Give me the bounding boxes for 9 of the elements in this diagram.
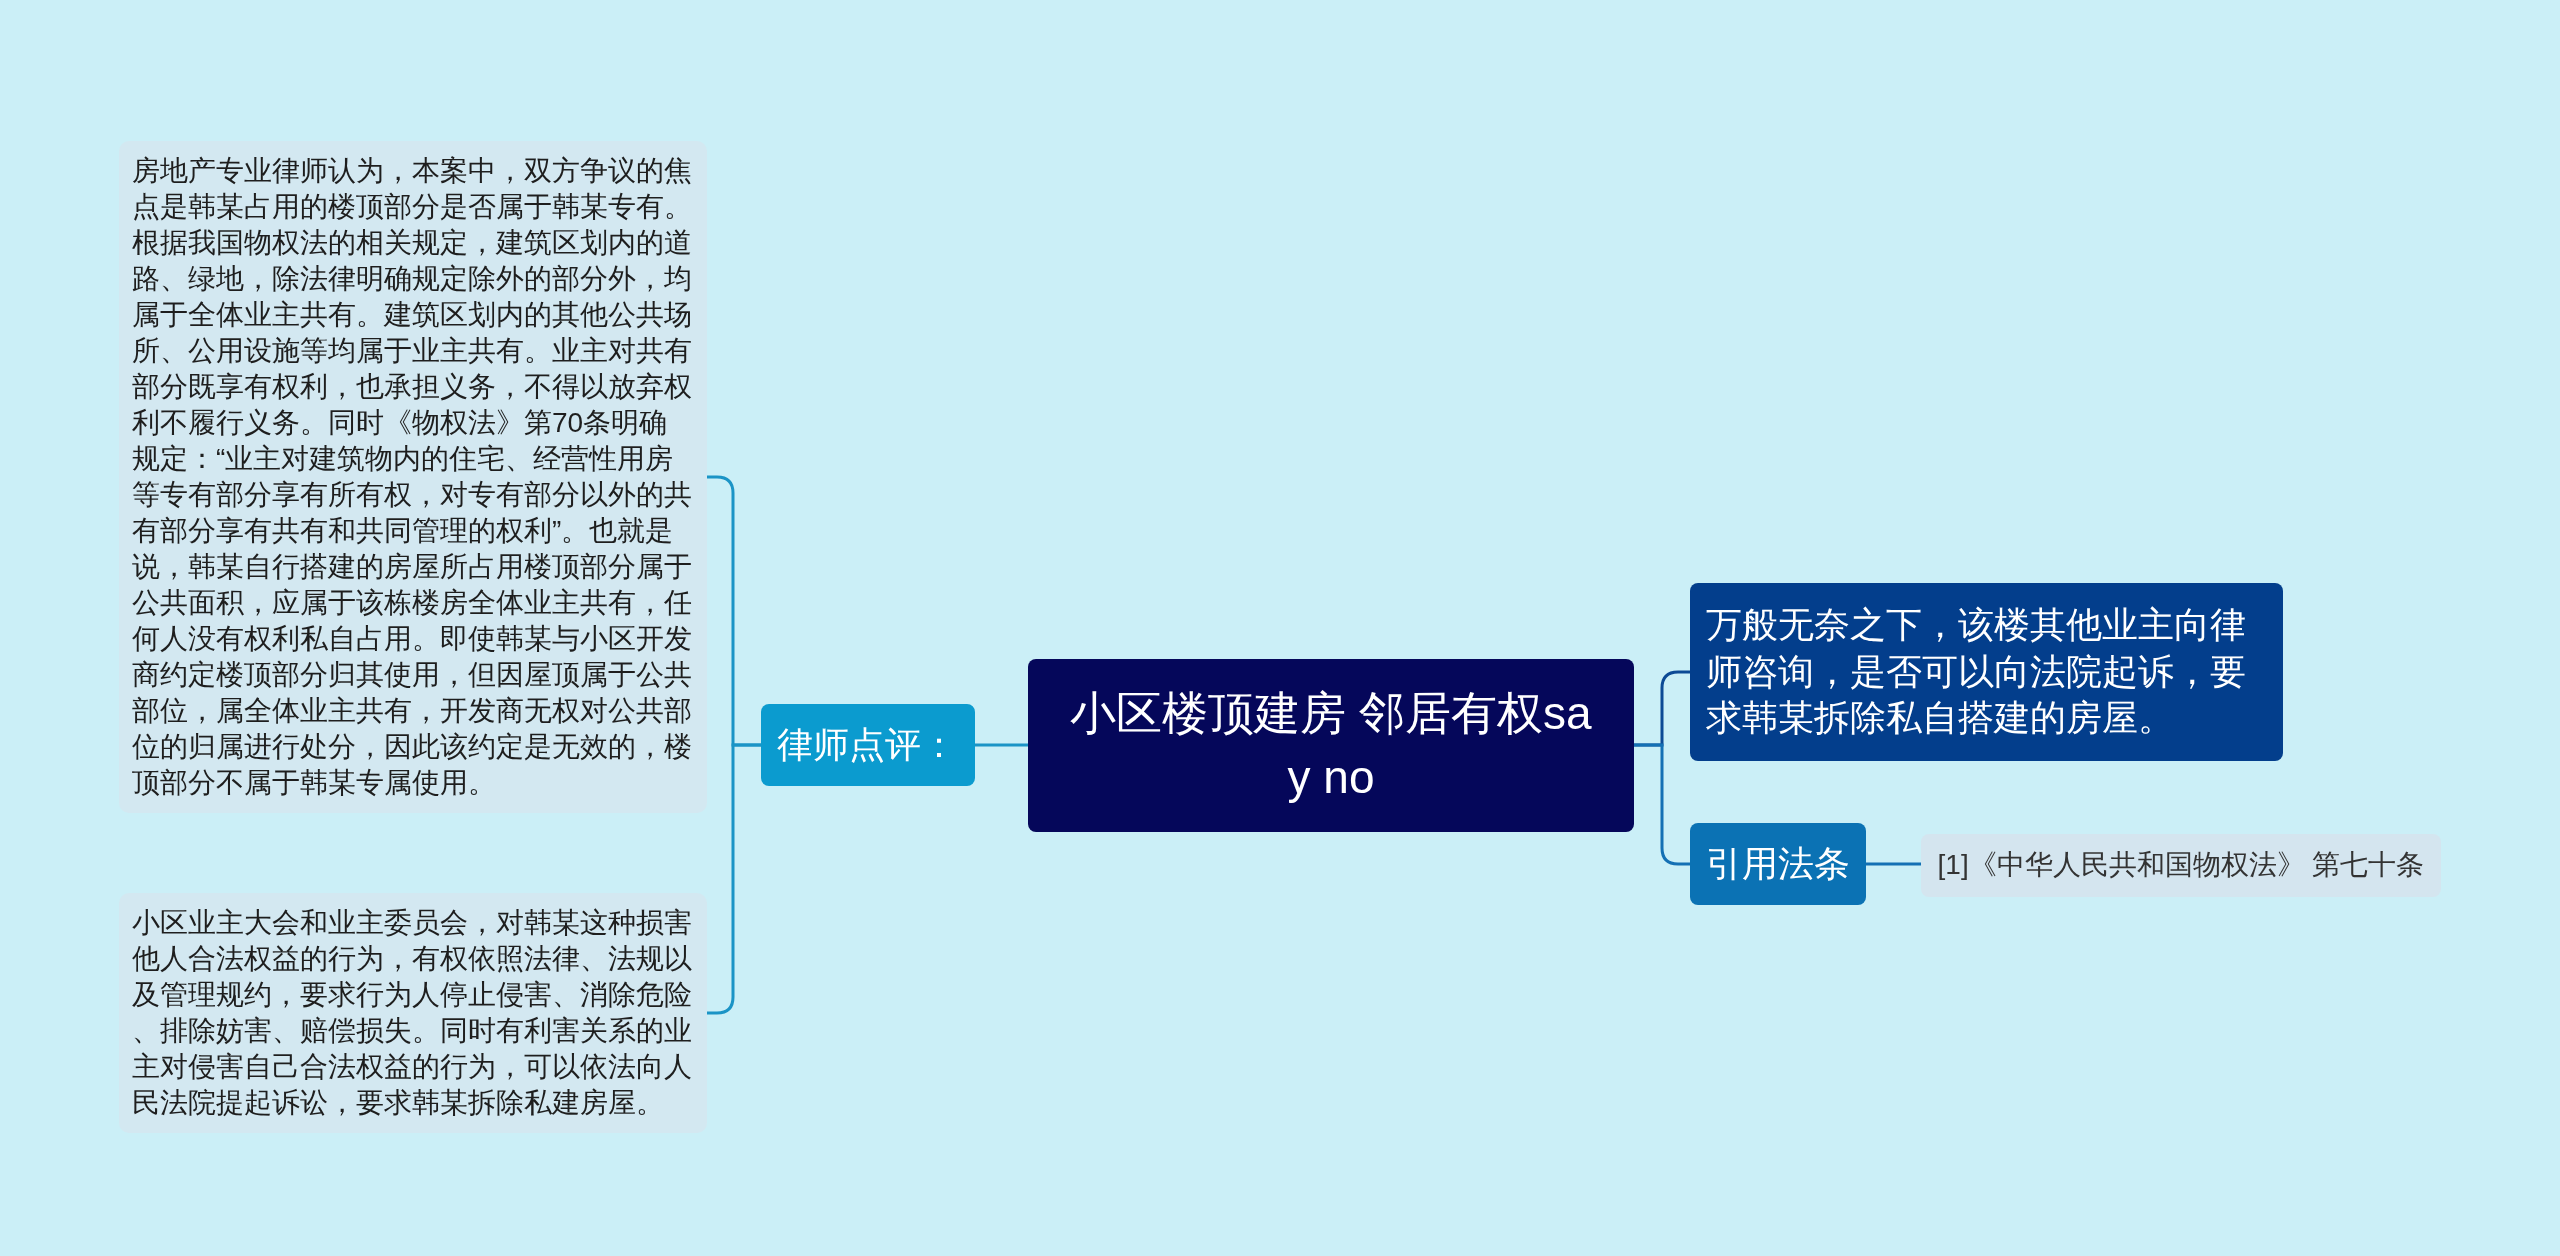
topic-box: 小区楼顶建房 邻居有权say no (1028, 658, 1634, 832)
branch-box: 万般无奈之下，该楼其他业主向律师咨询，是否可以向法院起诉，要求韩某拆除私自搭建的房屋。 (1690, 583, 2283, 761)
connector-line (1866, 862, 1921, 866)
branch-box: 引用法条 (1690, 823, 1866, 905)
connector-line (975, 743, 1028, 747)
branch-box: 律师点评： (761, 704, 975, 786)
note-box: 房地产专业律师认为，本案中，双方争议的焦点是韩某占用的楼顶部分是否属于韩某专有。根据我国物权法的相关规定，建筑区划内的道路、绿地，除法律明确规定除外的部分外，均属于全体业主共有。建筑区划内的其他公共场所、公用设施等均属于业主共有。业主对共有部分既享有权利，也承担义务，不得以放弃权利不履行义务。同时《物权法》第70条明确规定：“业主对建筑物内的住宅、经营性用房等专有部分享有所有权，对专有部分以外的共有部分享有共有和共同管理的权利”。也就是说，韩某自行搭建的房屋所占用楼顶部分属于公共面积，应属于该栋楼房全体业主共有，任何人没有权利私自占用。即使韩某与小区开发商约定楼顶部分归其使用，但因屋顶属于公共部位，属全体业主共有，开发商无权对公共部位的归属进行处分，因此该约定是无效的，楼顶部分不属于韩某专属使用。 (119, 141, 707, 813)
note-box: 小区业主大会和业主委员会，对韩某这种损害他人合法权益的行为，有权依照法律、法规以及管理规约，要求行为人停止侵害、消除危险、排除妨害、赔偿损失。同时有利害关系的业主对侵害自己合法权益的行为，可以依法向人民法院提起诉讼，要求韩某拆除私建房屋。 (119, 893, 707, 1133)
citation-box: [1]《中华人民共和国物权法》 第七十条 (1921, 833, 2441, 897)
